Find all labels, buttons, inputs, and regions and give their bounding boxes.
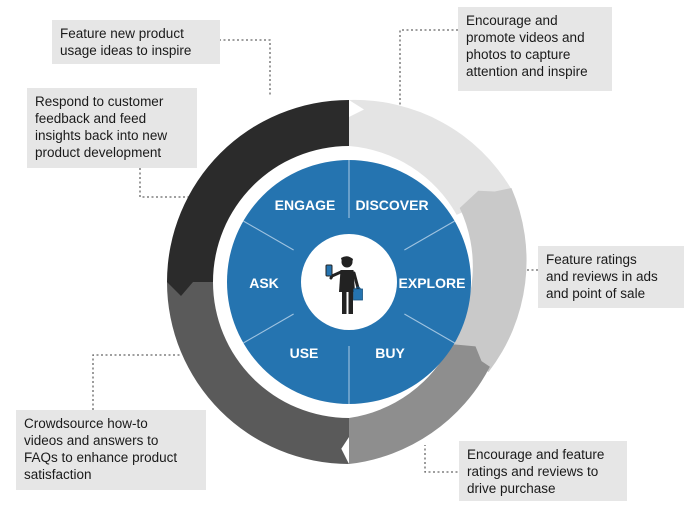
segment-label-engage: ENGAGE [275,197,336,213]
connector-feature-usage [210,39,271,95]
segment-label-discover: DISCOVER [355,197,428,213]
connector-encourage-ratings-purchase [424,445,462,473]
connector-lines [92,29,538,473]
ring-segment-explore [450,188,527,373]
connector-respond-feedback [139,168,195,198]
shopper-with-phone-and-bag-icon [325,256,363,314]
inner-wheel: DISCOVER EXPLORE BUY USE ASK ENGAGE [227,160,471,404]
outer-ring [167,99,527,464]
connector-crowdsource [92,354,180,410]
callout-encourage-ratings-purchase: Encourage and feature ratings and review… [459,441,627,501]
ring-segment-discover [349,99,512,215]
callout-encourage-videos: Encourage and promote videos and photos … [458,7,612,91]
callout-feature-ratings-ads: Feature ratings and reviews in ads and p… [538,246,684,308]
callout-crowdsource: Crowdsource how-to videos and answers to… [16,410,206,490]
segment-label-use: USE [290,345,319,361]
ring-segment-use [167,282,349,464]
segment-label-explore: EXPLORE [399,275,466,291]
ring-segment-engage [167,100,349,296]
callout-feature-usage: Feature new product usage ideas to inspi… [52,20,220,64]
connector-encourage-videos [399,29,458,105]
segment-label-buy: BUY [375,345,405,361]
callout-respond-feedback: Respond to customer feedback and feed in… [27,88,197,168]
segment-dividers [243,160,455,404]
ring-segment-buy [349,344,490,464]
segment-label-ask: ASK [249,275,279,291]
